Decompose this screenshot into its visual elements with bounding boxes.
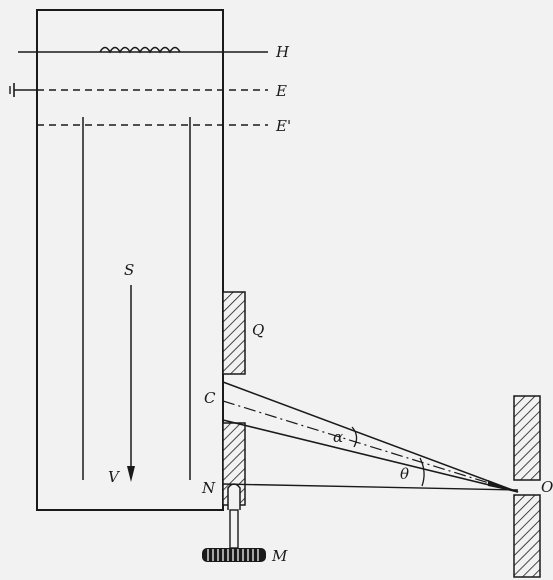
label-alpha: α — [333, 428, 343, 446]
label-s: S — [124, 261, 134, 279]
beam-axis — [222, 400, 519, 493]
label-n: N — [201, 479, 216, 497]
detector-plate-lower — [513, 494, 541, 578]
knob-m — [202, 548, 266, 562]
block-q — [222, 291, 246, 375]
label-h: H — [275, 43, 290, 61]
beam-lower-edge — [222, 419, 519, 493]
beam-upper-edge — [222, 381, 519, 493]
label-v: V — [108, 468, 121, 486]
detector-plate-upper — [513, 395, 541, 481]
label-theta: θ — [400, 465, 409, 483]
label-e: E — [275, 82, 287, 100]
vessel — [36, 9, 224, 511]
label-c: C — [204, 389, 216, 407]
screw-shaft — [229, 509, 239, 549]
alpha-arc — [351, 426, 358, 448]
theta-arc — [419, 457, 425, 487]
heater-coil — [99, 46, 181, 54]
velocity-arrow-head — [127, 466, 135, 482]
beam-tip — [488, 480, 518, 492]
screw-stem — [227, 483, 241, 510]
label-e-prime: E' — [275, 117, 291, 135]
label-q: Q — [252, 321, 264, 339]
reference-line — [222, 483, 519, 491]
label-o: O — [541, 478, 553, 496]
label-m: M — [271, 547, 288, 565]
